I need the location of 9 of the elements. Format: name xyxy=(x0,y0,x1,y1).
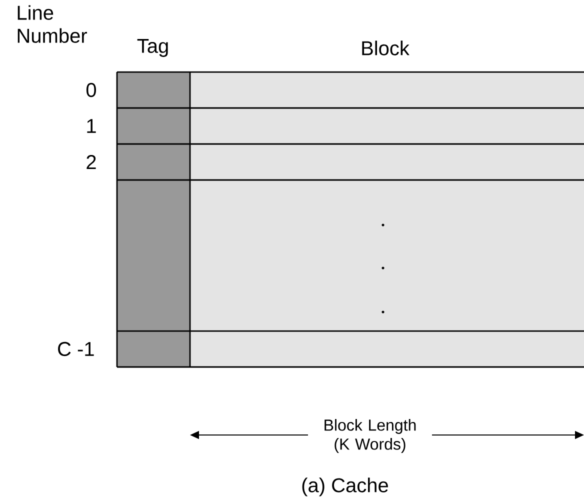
column-heading: Line Number xyxy=(18,5,87,43)
dimension-label: Block Length (K Words) xyxy=(308,417,432,455)
line-number: 0 xyxy=(86,82,96,98)
line-number: C -1 xyxy=(58,342,94,356)
line-number: 1 xyxy=(87,119,96,133)
line-number: 2 xyxy=(86,155,96,169)
caption: (a) Cache xyxy=(302,478,388,496)
column-heading: Tag xyxy=(137,39,168,57)
column-heading: Block xyxy=(362,40,410,56)
